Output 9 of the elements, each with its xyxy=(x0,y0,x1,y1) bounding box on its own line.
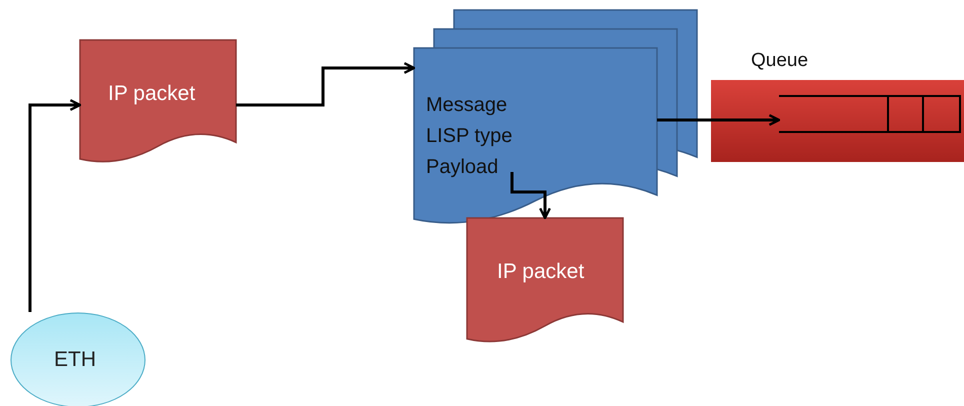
arrow xyxy=(236,62,416,106)
node-text: ETH xyxy=(54,348,96,372)
node-text: Message LISP type Payload xyxy=(426,93,514,180)
arrow xyxy=(657,114,780,126)
node-text: IP packet xyxy=(108,82,196,106)
node-label: Queue xyxy=(751,50,808,72)
arrow xyxy=(510,172,551,220)
arrow xyxy=(28,99,82,312)
node-text: IP packet xyxy=(497,260,584,284)
